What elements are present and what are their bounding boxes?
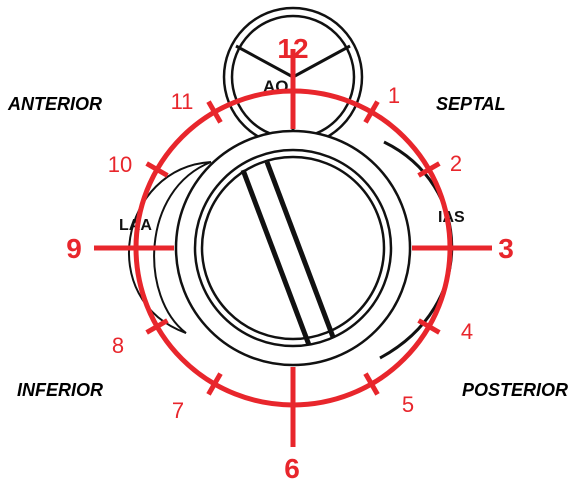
label-ias: IAS	[438, 209, 465, 226]
valve-housing-inner	[202, 157, 384, 339]
clock-number-8: 8	[112, 333, 124, 358]
mechanical-valve	[176, 131, 410, 365]
clock-number-11: 11	[171, 89, 194, 114]
clock-number-9: 9	[66, 233, 82, 264]
clock-number-2: 2	[450, 151, 462, 176]
clock-number-5: 5	[402, 392, 414, 417]
clock-number-10: 10	[108, 152, 132, 177]
clock-number-6: 6	[284, 453, 300, 484]
clock-number-7: 7	[172, 398, 184, 423]
clock-number-12: 12	[277, 33, 308, 64]
clock-number-1: 1	[388, 83, 400, 108]
clock-number-3: 3	[498, 233, 514, 264]
clock-number-4: 4	[461, 319, 473, 344]
